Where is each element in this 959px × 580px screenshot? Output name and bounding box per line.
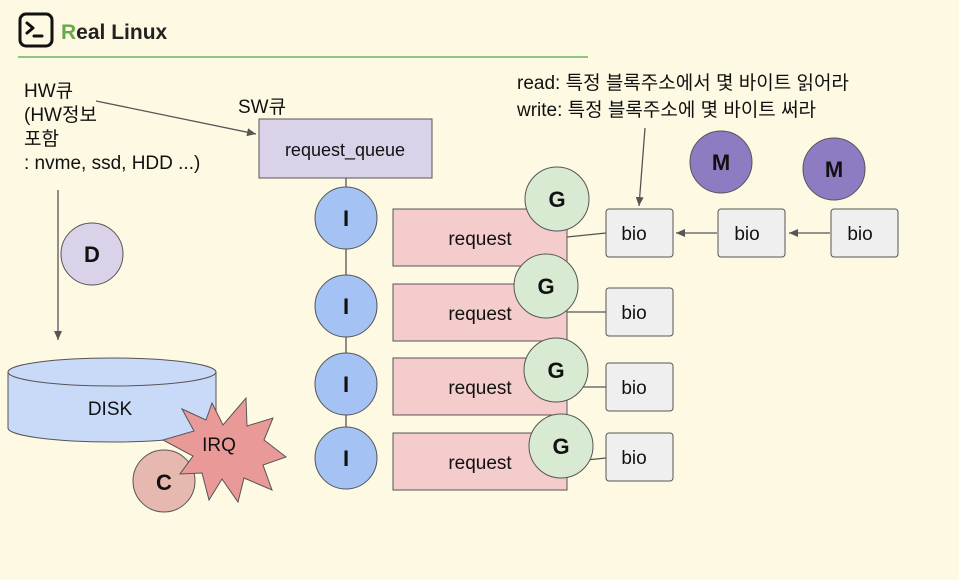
g-badge xyxy=(513,253,579,319)
i-badge xyxy=(314,186,378,250)
title-accent-letter: R xyxy=(61,21,77,44)
bio-box xyxy=(830,208,899,258)
request-queue-label: request_queue xyxy=(285,140,405,161)
i-badge-letter: I xyxy=(343,372,349,397)
g-badge-letter: G xyxy=(552,434,569,459)
bio-label: bio xyxy=(621,378,646,399)
header-divider xyxy=(18,56,588,58)
request-label: request xyxy=(448,304,512,325)
read-write-note: read: 특정 블록주소에서 몇 바이트 읽어라 write: 특정 블록주소… xyxy=(517,70,849,124)
d-badge-letter: D xyxy=(84,242,100,267)
i-badge-letter: I xyxy=(343,446,349,471)
g-badge xyxy=(528,413,594,479)
m-badge xyxy=(689,130,753,194)
i-badge xyxy=(314,274,378,338)
g-badge xyxy=(523,337,589,403)
bio-box xyxy=(605,208,674,258)
hw-to-sw-arrow xyxy=(95,100,257,137)
note-to-bio-arrow xyxy=(635,127,646,207)
i-badge xyxy=(314,352,378,416)
bio-label: bio xyxy=(621,303,646,324)
g-badge-letter: G xyxy=(547,358,564,383)
bio-label: bio xyxy=(621,448,646,469)
request-label: request xyxy=(448,378,512,399)
bio-box xyxy=(717,208,786,258)
m-badge-letter: M xyxy=(825,157,843,182)
hw-queue-label: HW큐 (HW정보 포함 : nvme, ssd, HDD ...) xyxy=(24,81,201,174)
g-badge xyxy=(524,166,590,232)
bio-box xyxy=(605,362,674,412)
bio-label: bio xyxy=(734,224,759,245)
g-badge-letter: G xyxy=(548,187,565,212)
request-label: request xyxy=(448,453,512,474)
terminal-icon xyxy=(18,12,54,48)
page-title: Real Linux xyxy=(61,21,167,45)
irq-label: IRQ xyxy=(202,435,236,456)
m-badge xyxy=(802,137,866,201)
i-badge xyxy=(314,426,378,490)
m-badge-letter: M xyxy=(712,150,730,175)
irq-burst xyxy=(161,396,288,504)
c-badge-letter: C xyxy=(156,470,172,495)
write-note-line: write: 특정 블록주소에 몇 바이트 써라 xyxy=(517,100,817,121)
request-queue-box xyxy=(258,118,433,179)
bio-box xyxy=(605,432,674,482)
i-badge-letter: I xyxy=(343,206,349,231)
read-note-line: read: 특정 블록주소에서 몇 바이트 읽어라 xyxy=(517,73,849,94)
c-badge xyxy=(132,449,196,513)
bio-label: bio xyxy=(847,224,872,245)
g-badge-letter: G xyxy=(537,274,554,299)
disk-cylinder xyxy=(7,357,217,443)
d-badge xyxy=(60,222,124,286)
sw-queue-label: SW큐 xyxy=(238,97,287,118)
bio-label: bio xyxy=(621,224,646,245)
i-badge-letter: I xyxy=(343,294,349,319)
disk-label: DISK xyxy=(88,399,133,420)
title-rest: eal Linux xyxy=(76,21,168,44)
bio-box xyxy=(605,287,674,337)
request-label: request xyxy=(448,229,512,250)
request-bio-link-1 xyxy=(566,232,607,238)
